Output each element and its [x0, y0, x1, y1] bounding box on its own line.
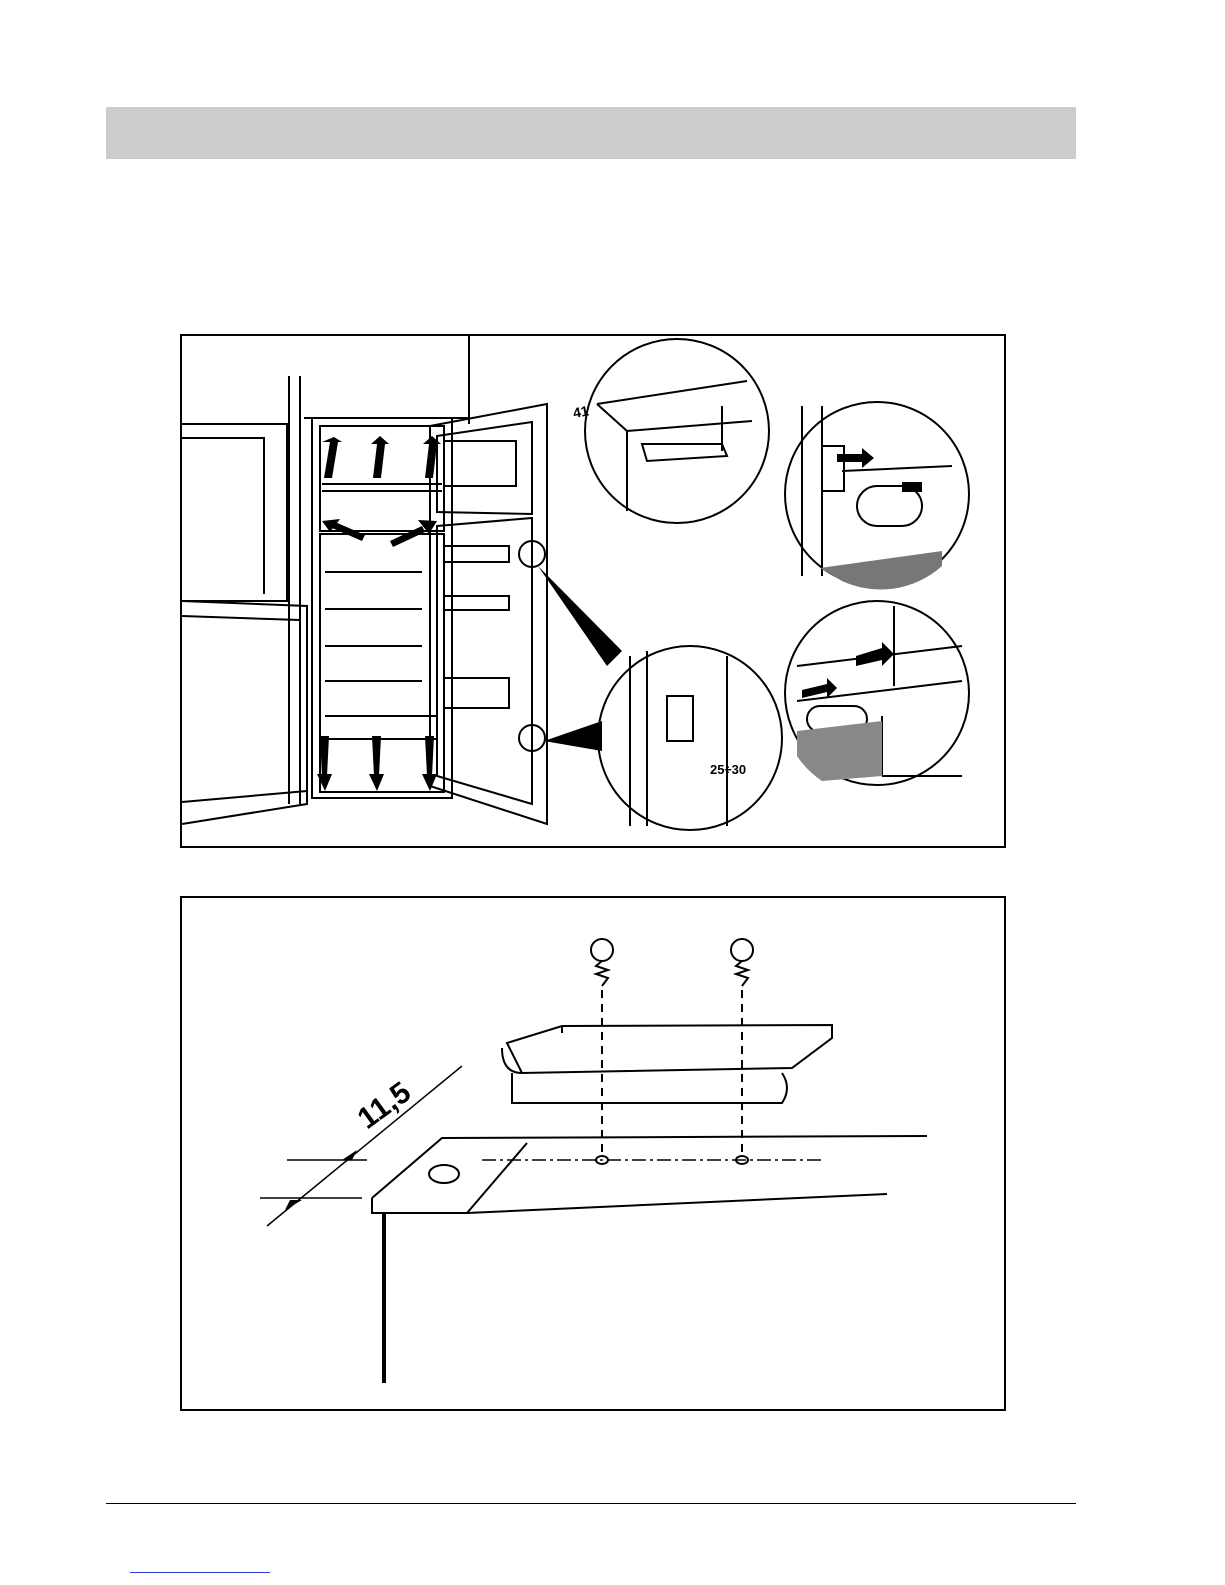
footer-link-underline[interactable]	[130, 1572, 270, 1573]
plinth-illustration: 11,5	[182, 898, 1004, 1409]
screw-icon	[591, 939, 613, 986]
plinth-mounting-figure: 11,5	[180, 896, 1006, 1411]
plinth-dimension-label: 11,5	[352, 1076, 417, 1136]
footer-rule	[106, 1503, 1076, 1504]
hinge-dimension-label: 41	[572, 402, 590, 420]
screw-icon	[731, 939, 753, 986]
hinge-gap-dimension-label: 25÷30	[710, 762, 746, 777]
section-header-bar	[106, 107, 1076, 159]
fridge-door-illustration: 41 25÷30	[182, 336, 1004, 846]
fridge-door-installation-figure: 41 25÷30	[180, 334, 1006, 848]
